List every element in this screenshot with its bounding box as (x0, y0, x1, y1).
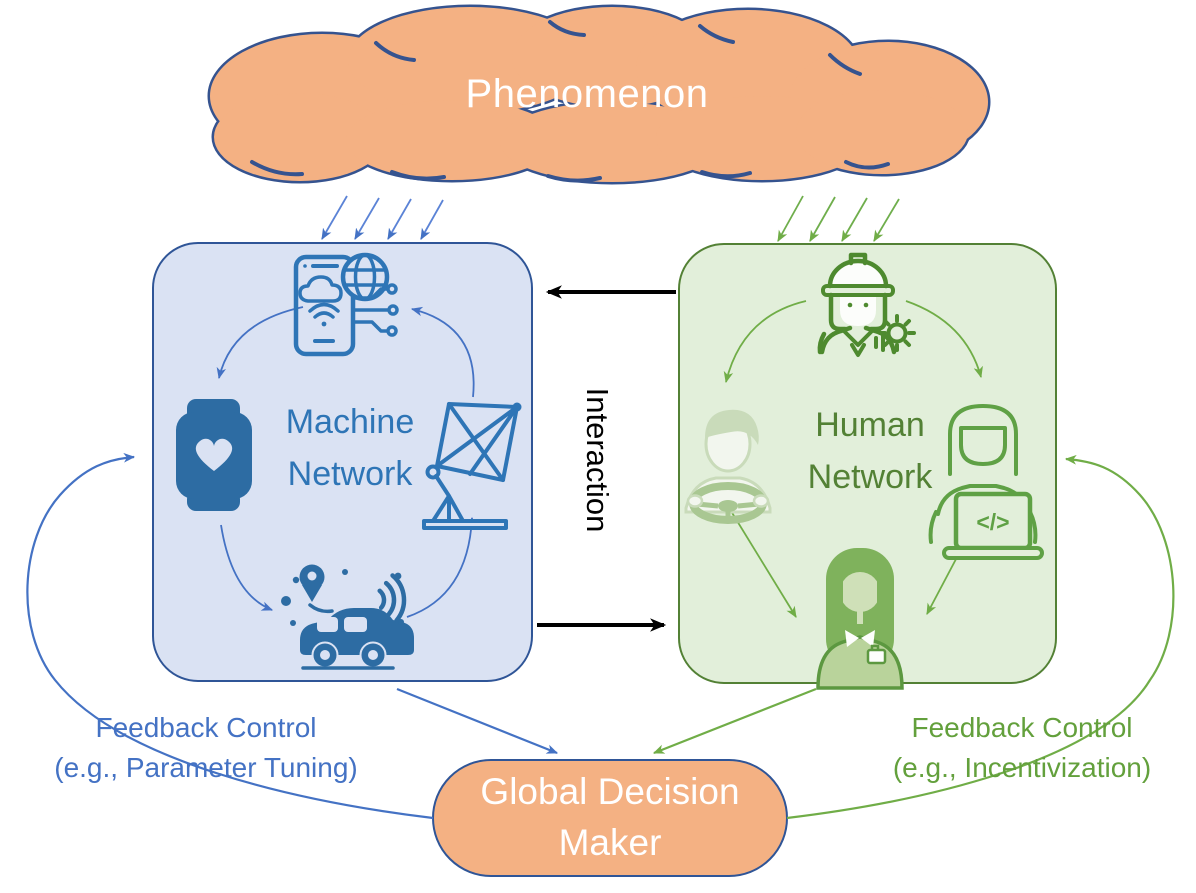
machine-network-label: Machine Network (285, 403, 415, 493)
global-decision-maker-box (432, 759, 788, 877)
cloud-to-machine-arrows (321, 195, 444, 240)
feedback-control-human-label: Feedback Control (e.g., Incentivization) (892, 712, 1152, 783)
cloud-to-human-arrows (777, 195, 900, 242)
interaction-label: Interaction (580, 387, 615, 533)
human-to-gdm-arrow (652, 687, 817, 755)
feedback-control-machine-label: Feedback Control (e.g., Parameter Tuning… (54, 712, 358, 783)
machine-to-gdm-arrow (396, 687, 559, 755)
global-decision-maker-label: Global Decision Maker (480, 771, 740, 863)
human-network-label: Human Network (807, 406, 933, 496)
phenomenon-label: Phenomenon (465, 72, 709, 116)
